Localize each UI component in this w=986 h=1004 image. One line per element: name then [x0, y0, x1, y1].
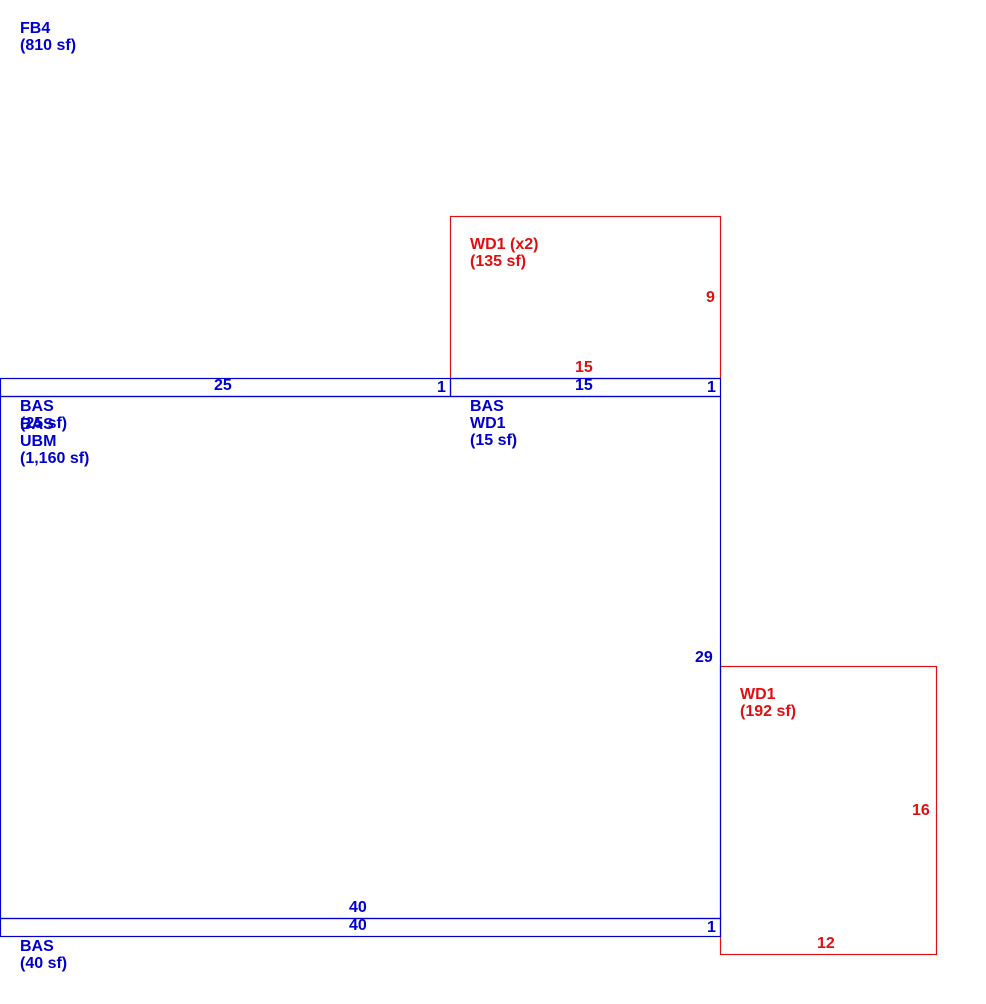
- dim-right-deck-depth: 16: [912, 802, 930, 819]
- dim-upper-deck-width: 15: [575, 359, 593, 376]
- bas-bottom-area: (40 sf): [20, 955, 68, 972]
- dim-top-right-strip-depth: 1: [707, 379, 716, 396]
- dim-right-deck-width: 12: [817, 935, 835, 952]
- bas-wd1-label: BAS WD1 (15 sf): [470, 398, 517, 449]
- dim-upper-deck-depth: 9: [706, 289, 715, 306]
- right-deck-area: (192 sf): [740, 703, 797, 720]
- bas-wd1-sub: WD1: [470, 415, 506, 432]
- dim-top-strip-width: 25: [214, 377, 232, 394]
- upper-deck-code: WD1 (x2): [470, 236, 539, 253]
- bas-small-label: BAS (25 sf): [20, 398, 67, 432]
- bas-ubm-area: (1,160 sf): [20, 450, 90, 467]
- bas-small-code: BAS: [20, 398, 54, 415]
- fb4-code: FB4: [20, 20, 51, 37]
- dim-main-bottom: 40: [349, 899, 367, 916]
- dim-top-right-strip-width: 15: [575, 377, 593, 394]
- bas-bottom-code: BAS: [20, 938, 54, 955]
- dim-bottom-strip-depth: 1: [707, 919, 716, 936]
- right-deck-label: WD1 (192 sf): [740, 686, 796, 720]
- right-deck-code: WD1: [740, 686, 776, 703]
- dim-top-strip-depth: 1: [437, 379, 446, 396]
- fb4-area: (810 sf): [20, 37, 77, 54]
- fb4-label: FB4 (810 sf): [20, 20, 76, 54]
- bas-ubm-sub: UBM: [20, 433, 57, 450]
- top-right-strip-outline: [449, 377, 722, 398]
- bottom-strip-outline: [0, 917, 722, 938]
- dim-bottom-strip-width: 40: [349, 917, 367, 934]
- bas-bottom-label: BAS (40 sf): [20, 938, 67, 972]
- bas-wd1-code: BAS: [470, 398, 504, 415]
- bas-ubm-label: BAS UBM (1,160 sf): [20, 416, 89, 467]
- bas-wd1-area: (15 sf): [470, 432, 518, 449]
- bas-ubm-code: BAS: [20, 416, 54, 433]
- upper-deck-area: (135 sf): [470, 253, 527, 270]
- upper-deck-label: WD1 (x2) (135 sf): [470, 236, 538, 270]
- bas-small-area: (25 sf): [20, 415, 68, 432]
- dim-main-right-side: 29: [695, 649, 713, 666]
- main-building-outline: [0, 395, 722, 920]
